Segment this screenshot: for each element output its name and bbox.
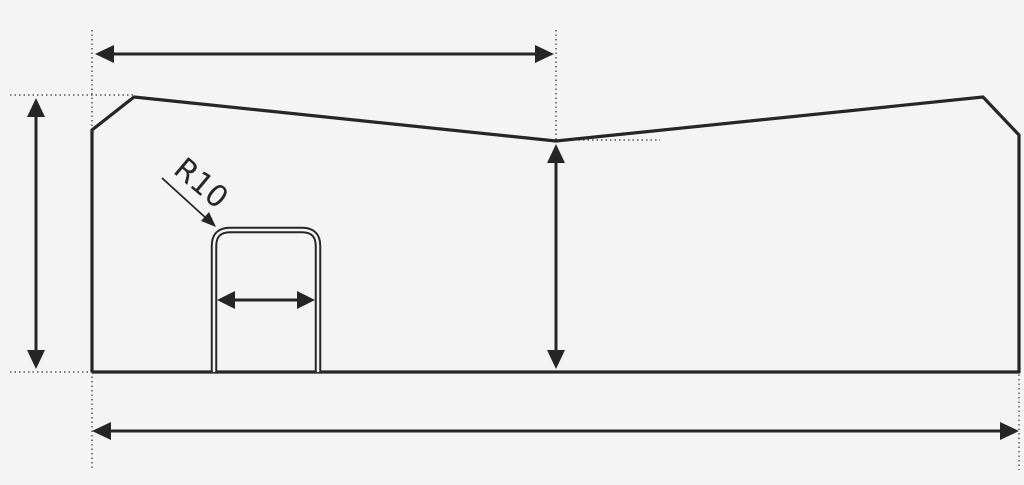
arrowhead-right xyxy=(535,45,554,63)
slot-inner-line xyxy=(212,228,320,372)
radius-leader-arrowhead xyxy=(201,212,216,227)
dimension-valley-height xyxy=(547,144,565,369)
arrowhead-right xyxy=(1000,422,1019,440)
dimension-top-width xyxy=(95,45,554,63)
extension-lines xyxy=(10,30,1020,470)
rounded-slot xyxy=(210,226,322,372)
arrowhead-bottom xyxy=(547,350,565,369)
arrowhead-bottom xyxy=(27,350,45,369)
arrowhead-left xyxy=(217,291,235,309)
dimension-left-height xyxy=(27,98,45,369)
arrowhead-top xyxy=(547,144,565,163)
part-outline xyxy=(90,95,1021,374)
dimension-slot-width xyxy=(217,291,315,309)
radius-label: R10 xyxy=(167,151,235,216)
arrowhead-left xyxy=(95,45,114,63)
arrowhead-left xyxy=(92,422,111,440)
radius-callout: R10 xyxy=(161,151,235,227)
dimension-overall-width xyxy=(92,422,1019,440)
arrowhead-top xyxy=(27,98,45,117)
arrowhead-right xyxy=(297,291,315,309)
radius-leader-line xyxy=(161,177,208,220)
